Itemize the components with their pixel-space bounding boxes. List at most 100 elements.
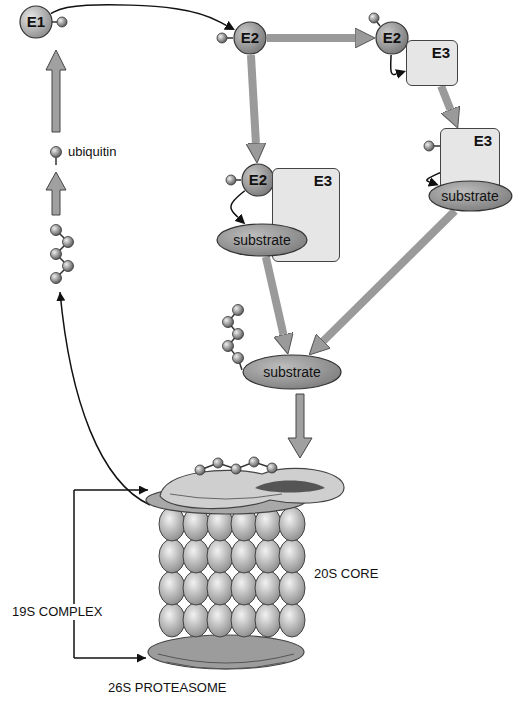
- ubiquitin-ball: [195, 465, 205, 475]
- ubiquitin-ball: [369, 13, 379, 23]
- bottom-cap: [148, 635, 304, 669]
- node-text: E3: [474, 132, 492, 149]
- entering-substrate: [255, 481, 325, 493]
- ubiquitin-ball: [231, 464, 241, 474]
- transfer-arrow: [391, 55, 397, 75]
- molecule-label: ubiquitin: [68, 144, 116, 160]
- node-shape: [20, 6, 52, 38]
- proteasome-illustration: [146, 457, 344, 669]
- proteasome-label: 26S PROTEASOME: [108, 680, 226, 696]
- ring-subunit: [183, 571, 209, 605]
- ring-subunit: [231, 603, 257, 637]
- ubiquitin-ball: [233, 353, 244, 364]
- enzyme-circle: E2: [375, 21, 409, 55]
- node-text: E2: [249, 171, 267, 188]
- node-text: E2: [241, 29, 259, 46]
- ubiquitin-ball: [223, 341, 234, 352]
- core-ring: [159, 539, 305, 573]
- ring-subunit: [231, 539, 257, 573]
- ring-subunit: [255, 571, 281, 605]
- ubiquitin-ball: [217, 33, 227, 43]
- node-text: substrate: [441, 188, 499, 204]
- ubiquitin-ball: [223, 317, 234, 328]
- ring-subunit: [279, 507, 305, 541]
- node-shape: [243, 355, 341, 389]
- enzyme-circle: E1: [19, 5, 53, 39]
- enzyme-circle: E2: [241, 163, 275, 197]
- ring-subunit: [279, 539, 305, 573]
- ubiquitin-ball: [424, 141, 434, 151]
- core-ring: [159, 603, 305, 637]
- lid-ridge: [170, 494, 282, 499]
- block-arrow: [288, 394, 312, 458]
- cap-ridge: [166, 662, 286, 669]
- ring-subunit: [207, 571, 233, 605]
- ligase-box: E3: [406, 40, 458, 86]
- ubiquitin-ball: [213, 458, 223, 468]
- reaction-arrow: [267, 34, 355, 42]
- substrate-ellipse: substrate: [242, 354, 342, 390]
- ring-subunit: [159, 571, 185, 605]
- ubiquitin-ball: [233, 329, 244, 340]
- bracket-arrow: [74, 657, 146, 659]
- core-ring: [159, 571, 305, 605]
- reaction-arrow: [323, 211, 455, 341]
- node-text: substrate: [233, 232, 291, 248]
- substrate-ellipse: substrate: [428, 180, 513, 212]
- ring-subunit: [183, 539, 209, 573]
- ubiquitin-ball: [63, 237, 74, 248]
- ubiquitin-ball: [51, 225, 62, 236]
- ubiquitin-ball: [233, 305, 244, 316]
- ubiquitin-link: [55, 158, 57, 165]
- ubiquitin-link: [227, 37, 233, 39]
- enzyme-circle: E2: [233, 21, 267, 55]
- bracket-arrow: [74, 489, 148, 491]
- node-text: E2: [383, 29, 401, 46]
- transfer-arrow: [231, 191, 245, 218]
- ring-subunit: [207, 603, 233, 637]
- ubiquitin-ball: [51, 273, 62, 284]
- ubiquitin-ball: [51, 249, 62, 260]
- ring-subunit: [279, 571, 305, 605]
- node-text: substrate: [263, 364, 321, 380]
- cap-ridge: [158, 654, 294, 663]
- ring-subunit: [279, 603, 305, 637]
- recycle-arrow: [60, 292, 150, 505]
- transfer-arrow: [427, 173, 440, 182]
- node-text: E1: [27, 13, 45, 30]
- ubiquitin-ball: [249, 457, 259, 467]
- ring-subunit: [159, 539, 185, 573]
- lid: [160, 468, 344, 508]
- node-shape: [376, 22, 408, 54]
- ubiquitin-link: [236, 179, 241, 181]
- ubiquitin-ball: [57, 17, 67, 27]
- complex-label: 19S COMPLEX: [10, 604, 104, 620]
- substrate-ellipse: substrate: [216, 223, 308, 257]
- transfer-arrow: [51, 5, 226, 26]
- node-shape: [234, 22, 266, 54]
- core-label: 20S CORE: [314, 566, 378, 582]
- ubiquitin-ball: [226, 175, 236, 185]
- ring-subunit: [207, 539, 233, 573]
- ubiquitin-ball: [267, 463, 277, 473]
- ring-subunit: [183, 603, 209, 637]
- ring-subunit: [231, 571, 257, 605]
- ring-subunit: [159, 603, 185, 637]
- node-shape: [217, 224, 307, 256]
- node-shape: [242, 164, 274, 196]
- node-text: E3: [314, 172, 332, 189]
- block-arrow: [46, 50, 66, 132]
- bracket-line: [73, 490, 75, 658]
- reaction-arrow: [251, 55, 256, 143]
- ring-subunit: [255, 539, 281, 573]
- ubiquitin-ball: [63, 261, 74, 272]
- reaction-arrow: [441, 86, 450, 109]
- ring-subunit: [255, 603, 281, 637]
- block-arrow: [46, 172, 66, 215]
- node-shape: [429, 181, 512, 211]
- ubiquitin-link: [377, 22, 380, 26]
- reaction-arrow: [266, 257, 284, 335]
- node-text: E3: [432, 44, 450, 61]
- ubiquitin-ball: [51, 147, 62, 158]
